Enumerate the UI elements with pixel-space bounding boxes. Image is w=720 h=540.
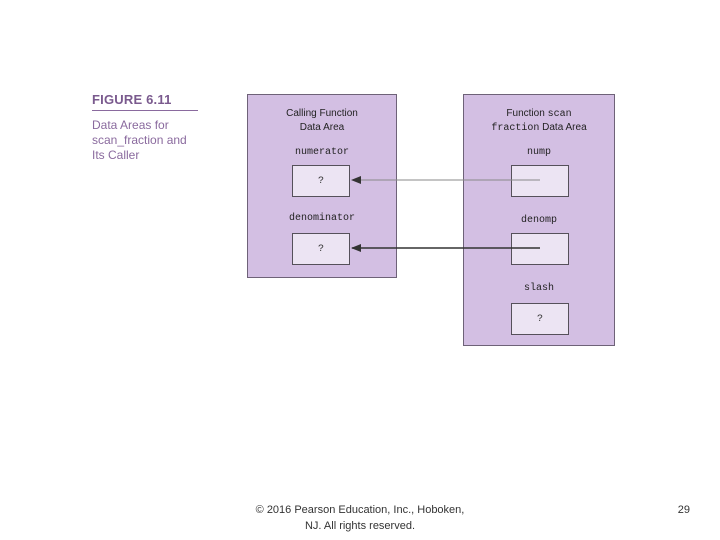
copyright-footer: © 2016 Pearson Education, Inc., Hoboken,… xyxy=(250,502,470,534)
callee-data-area: Function scan fraction Data Area nump de… xyxy=(463,94,615,346)
caller-title-line1: Calling Function xyxy=(286,108,358,119)
cell-denomp xyxy=(511,233,569,265)
page-number: 29 xyxy=(677,504,690,516)
footer-line: NJ. All rights reserved. xyxy=(304,520,416,532)
cell-nump xyxy=(511,165,569,197)
var-label-nump: nump xyxy=(526,147,551,158)
cell-denominator: ? xyxy=(292,233,350,265)
footer-line: © 2016 Pearson Education, Inc., Hoboken, xyxy=(255,504,465,516)
var-label-denomp: denomp xyxy=(520,215,557,226)
callee-title-code: fraction xyxy=(491,123,540,134)
caption-line: Its Caller xyxy=(92,148,140,162)
cell-numerator: ? xyxy=(292,165,350,197)
var-label-denominator: denominator xyxy=(288,213,355,224)
callee-title-line2: fraction Data Area xyxy=(464,121,614,136)
cell-slash: ? xyxy=(511,303,569,335)
callee-title-code: scan xyxy=(547,109,572,120)
callee-title-text: Function xyxy=(506,108,548,119)
figure-label: FIGURE 6.11 xyxy=(92,92,172,107)
figure-rule xyxy=(92,110,198,111)
var-label-numerator: numerator xyxy=(294,147,349,158)
callee-title-text: Data Area xyxy=(539,122,587,133)
var-label-slash: slash xyxy=(523,283,554,294)
caption-line: scan_fraction and xyxy=(92,133,187,147)
caption-line: Data Areas for xyxy=(92,118,169,132)
caller-title-line2: Data Area xyxy=(299,122,345,133)
figure-caption: Data Areas for scan_fraction and Its Cal… xyxy=(92,118,212,163)
callee-title-line1: Function scan xyxy=(464,107,614,122)
